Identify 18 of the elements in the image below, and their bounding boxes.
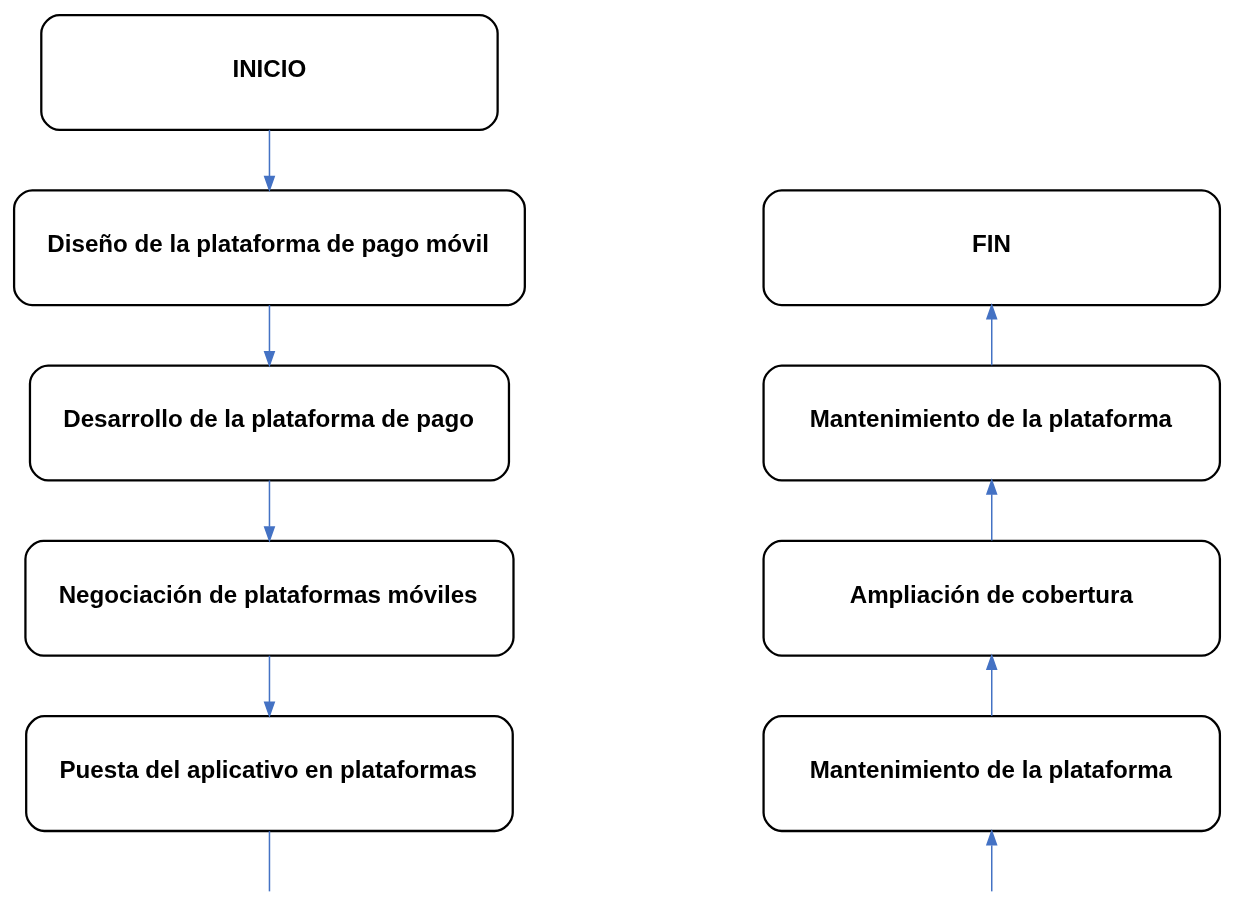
arrow	[985, 302, 998, 367]
connector	[268, 830, 271, 893]
node-box: Puesta del aplicativo en plataformas	[25, 715, 514, 833]
node-box: Mantenimiento de la plataforma	[762, 364, 1222, 482]
arrow	[263, 304, 276, 368]
arrow	[263, 655, 276, 719]
node-box: Mantenimiento de la plataforma	[762, 715, 1222, 833]
node-box: Desarrollo de la plataforma de pago	[28, 364, 511, 482]
arrow	[985, 478, 998, 542]
node-box: Negociación de plataformas móviles	[24, 539, 515, 657]
node-box: INICIO	[40, 13, 499, 131]
arrow	[263, 479, 276, 543]
arrow	[263, 129, 276, 193]
arrow	[985, 653, 998, 717]
node-box: Ampliación de cobertura	[762, 539, 1222, 657]
node-box: FIN	[762, 189, 1222, 307]
arrow	[985, 828, 998, 893]
node-box: Diseño de la plataforma de pago móvil	[12, 189, 526, 307]
